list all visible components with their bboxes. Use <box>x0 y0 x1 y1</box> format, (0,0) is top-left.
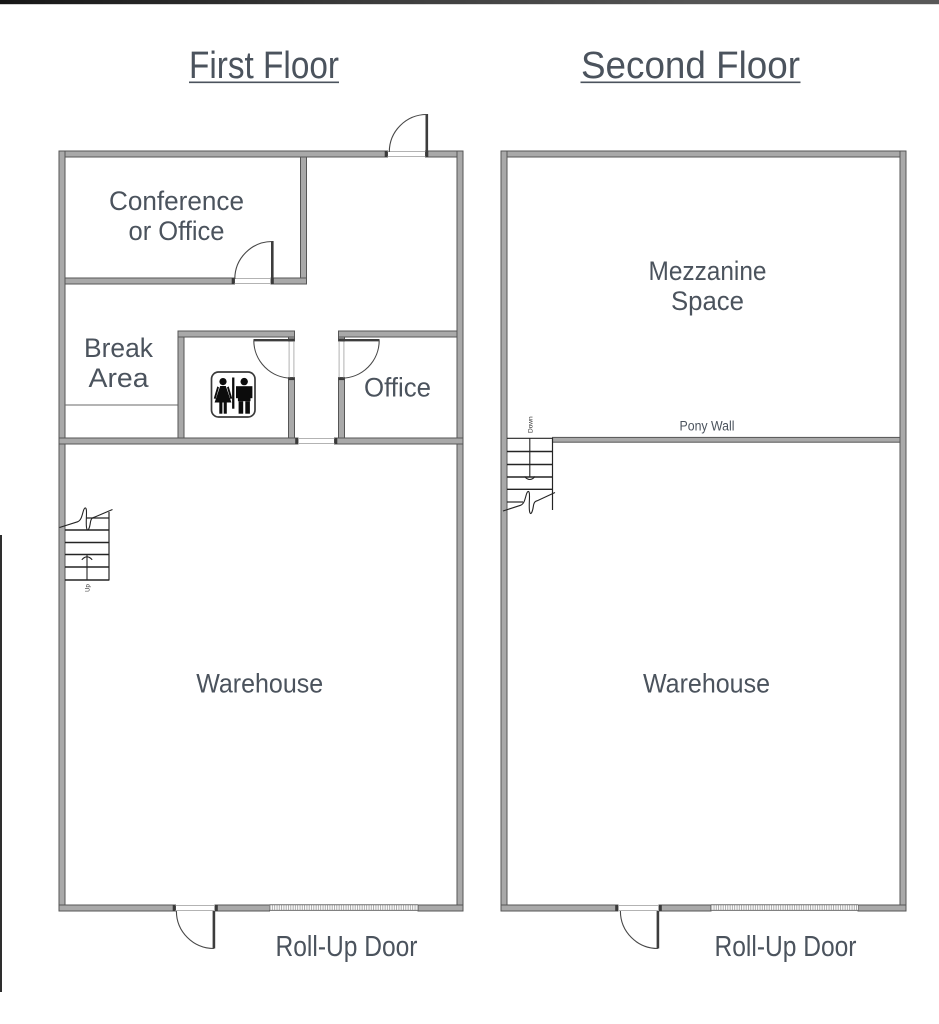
svg-text:Warehouse: Warehouse <box>196 669 323 699</box>
svg-text:First Floor: First Floor <box>189 45 339 87</box>
svg-text:Office: Office <box>364 373 431 403</box>
svg-text:Second Floor: Second Floor <box>581 45 800 87</box>
svg-text:Roll-Up Door: Roll-Up Door <box>715 931 857 963</box>
svg-text:Pony Wall: Pony Wall <box>680 419 735 434</box>
svg-text:or Office: or Office <box>129 216 225 246</box>
svg-text:Space: Space <box>671 286 744 316</box>
svg-text:Down: Down <box>528 416 535 433</box>
svg-text:Break: Break <box>84 333 154 363</box>
svg-text:Warehouse: Warehouse <box>643 669 770 699</box>
svg-text:Mezzanine: Mezzanine <box>649 256 767 286</box>
svg-text:Roll-Up Door: Roll-Up Door <box>276 931 418 963</box>
svg-text:Up: Up <box>86 584 92 592</box>
svg-text:Conference: Conference <box>109 186 244 216</box>
svg-text:Area: Area <box>89 363 149 393</box>
